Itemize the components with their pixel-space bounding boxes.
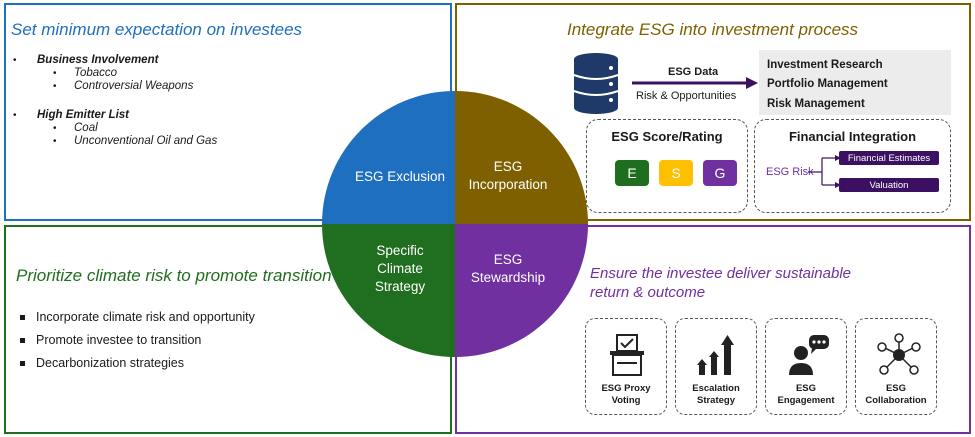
engagement-person-icon	[789, 335, 829, 375]
label-line: ESG	[493, 159, 523, 174]
stewardship-title-line1: Ensure the investee deliver sustainable	[590, 265, 851, 282]
card-label: ESG Engagement	[766, 383, 846, 407]
financial-integration-box: Financial Integration	[754, 119, 951, 213]
stewardship-title-line2: return & outcome	[590, 284, 706, 301]
esg-data-label: ESG Data	[668, 66, 719, 78]
card-label-line: Voting	[611, 395, 641, 406]
label-line: Strategy	[374, 279, 426, 294]
card-label: Escalation Strategy	[676, 383, 756, 407]
group-name: Business Involvement	[37, 54, 159, 66]
score-g: G	[703, 160, 737, 186]
card-label-line: Escalation	[692, 383, 740, 394]
fin-output-estimates: Financial Estimates	[839, 151, 939, 165]
ballot-box-icon	[610, 334, 644, 376]
label-line: Climate	[377, 261, 423, 276]
card-label: ESG Proxy Voting	[586, 383, 666, 407]
group-item: Coal	[74, 122, 98, 134]
fin-source: ESG Risk	[766, 166, 814, 178]
circle-label-climate: Specific Climate Strategy	[350, 242, 450, 296]
incorporation-title: Integrate ESG into investment process	[567, 20, 859, 39]
exclusion-title: Set minimum expectation on investees	[11, 20, 303, 39]
group-name: High Emitter List	[37, 109, 130, 121]
esg-data-sub: Risk & Opportunities	[636, 90, 737, 102]
card-engagement: ESG Engagement	[765, 318, 847, 415]
fin-source-label: ESG Risk	[766, 166, 814, 178]
card-collaboration: ESG Collaboration	[855, 318, 937, 415]
escalation-arrows-icon	[697, 335, 734, 375]
card-label-line: ESG	[795, 383, 817, 394]
network-people-icon	[877, 333, 921, 375]
target-item: Portfolio Management	[767, 78, 888, 90]
central-circle	[322, 91, 588, 357]
quadrant-stewardship	[455, 224, 588, 357]
esg-data-arrow	[632, 77, 758, 89]
bullet-dot: •	[53, 68, 57, 79]
bullet-dot: •	[53, 123, 57, 134]
list-item: Decarbonization strategies	[20, 356, 184, 370]
target-item: Investment Research	[767, 59, 883, 71]
quadrant-incorporation	[455, 91, 588, 224]
fin-branch-connector	[808, 155, 841, 188]
list-item: Promote investee to transition	[19, 333, 202, 347]
target-item: Risk Management	[767, 98, 865, 110]
stewardship-title: Ensure the investee deliver sustainable …	[590, 264, 851, 302]
bullet-dot: •	[13, 55, 17, 66]
label-line: Specific	[376, 243, 424, 258]
card-label-line: ESG Proxy	[601, 383, 651, 394]
database-icon	[573, 53, 619, 114]
climate-title: Prioritize climate risk to promote trans…	[16, 266, 332, 285]
list-item: Incorporate climate risk and opportunity	[20, 310, 255, 324]
fin-output-valuation: Valuation	[839, 178, 939, 192]
circle-label-stewardship: ESG Stewardship	[458, 251, 558, 287]
quadrant-climate	[322, 224, 455, 357]
label-line: ESG	[493, 252, 523, 267]
card-label-line: ESG	[885, 383, 907, 394]
score-rating-title: ESG Score/Rating	[611, 129, 723, 144]
score-rating-box: ESG Score/Rating E S G	[586, 119, 748, 213]
bullet-dot: •	[53, 81, 57, 92]
group-item: Controversial Weapons	[74, 80, 194, 92]
card-label-line: Collaboration	[865, 395, 927, 406]
card-label-line: Strategy	[696, 395, 735, 406]
targets-box: Investment Research Portfolio Management…	[759, 50, 951, 115]
score-s: S	[659, 160, 693, 186]
card-label: ESG Collaboration	[856, 383, 936, 407]
bullet-dot: •	[53, 136, 57, 147]
card-proxy-voting: ESG Proxy Voting	[585, 318, 667, 415]
quadrant-exclusion	[322, 91, 455, 224]
circle-label-exclusion: ESG Exclusion	[354, 169, 446, 184]
label-line: Stewardship	[470, 270, 546, 285]
label-line: Incorporation	[468, 177, 548, 192]
group-item: Tobacco	[74, 67, 118, 79]
group-item: Unconventional Oil and Gas	[74, 135, 218, 147]
card-escalation: Escalation Strategy	[675, 318, 757, 415]
bullet-dot: •	[13, 110, 17, 121]
circle-label-incorporation: ESG Incorporation	[458, 158, 558, 194]
card-label-line: Engagement	[777, 395, 835, 406]
score-e: E	[615, 160, 649, 186]
financial-integration-title: Financial Integration	[788, 129, 917, 144]
